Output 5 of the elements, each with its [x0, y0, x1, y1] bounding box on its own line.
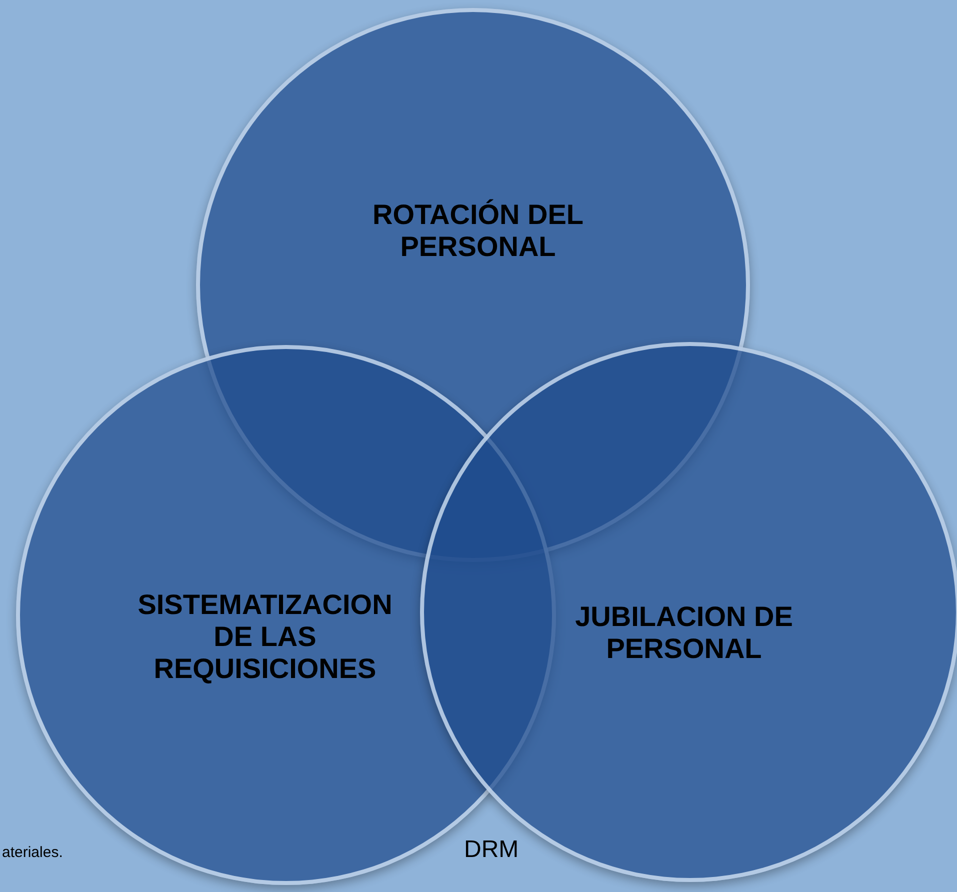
footnote-text: ateriales.	[2, 844, 63, 861]
circle-label: JUBILACION DE PERSONAL	[574, 601, 794, 665]
circle-label: SISTEMATIZACION DE LAS REQUISICIONES	[136, 589, 394, 685]
circle-label: ROTACIÓN DEL PERSONAL	[371, 199, 585, 263]
footer-text: DRM	[464, 836, 519, 864]
